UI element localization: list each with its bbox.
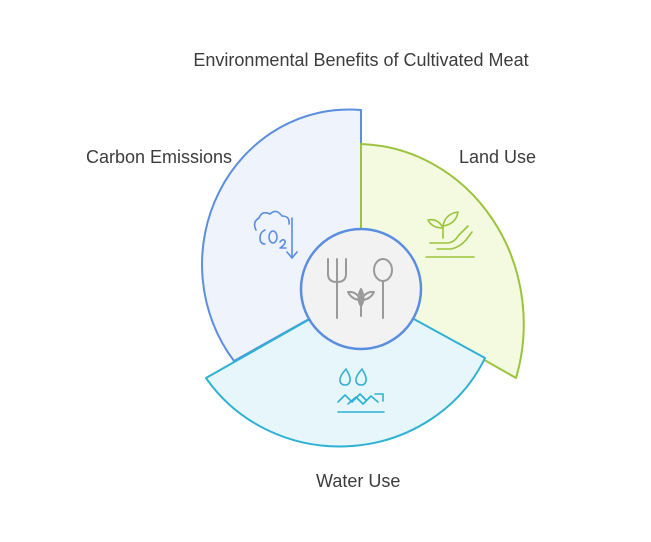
co2-reduction-icon [253,210,298,259]
fork-spoon-plant-icon [327,258,393,319]
carbon-emissions-label: Carbon Emissions [86,147,233,167]
water-use-segment [205,289,486,448]
plant-hand-icon [425,211,475,258]
land-use-label: Land Use [459,147,537,167]
water-drops-icon [337,368,385,413]
land-use-segment [360,143,525,379]
diagram-title: Environmental Benefits of Cultivated Mea… [193,50,529,70]
water-use-label: Water Use [316,471,401,491]
